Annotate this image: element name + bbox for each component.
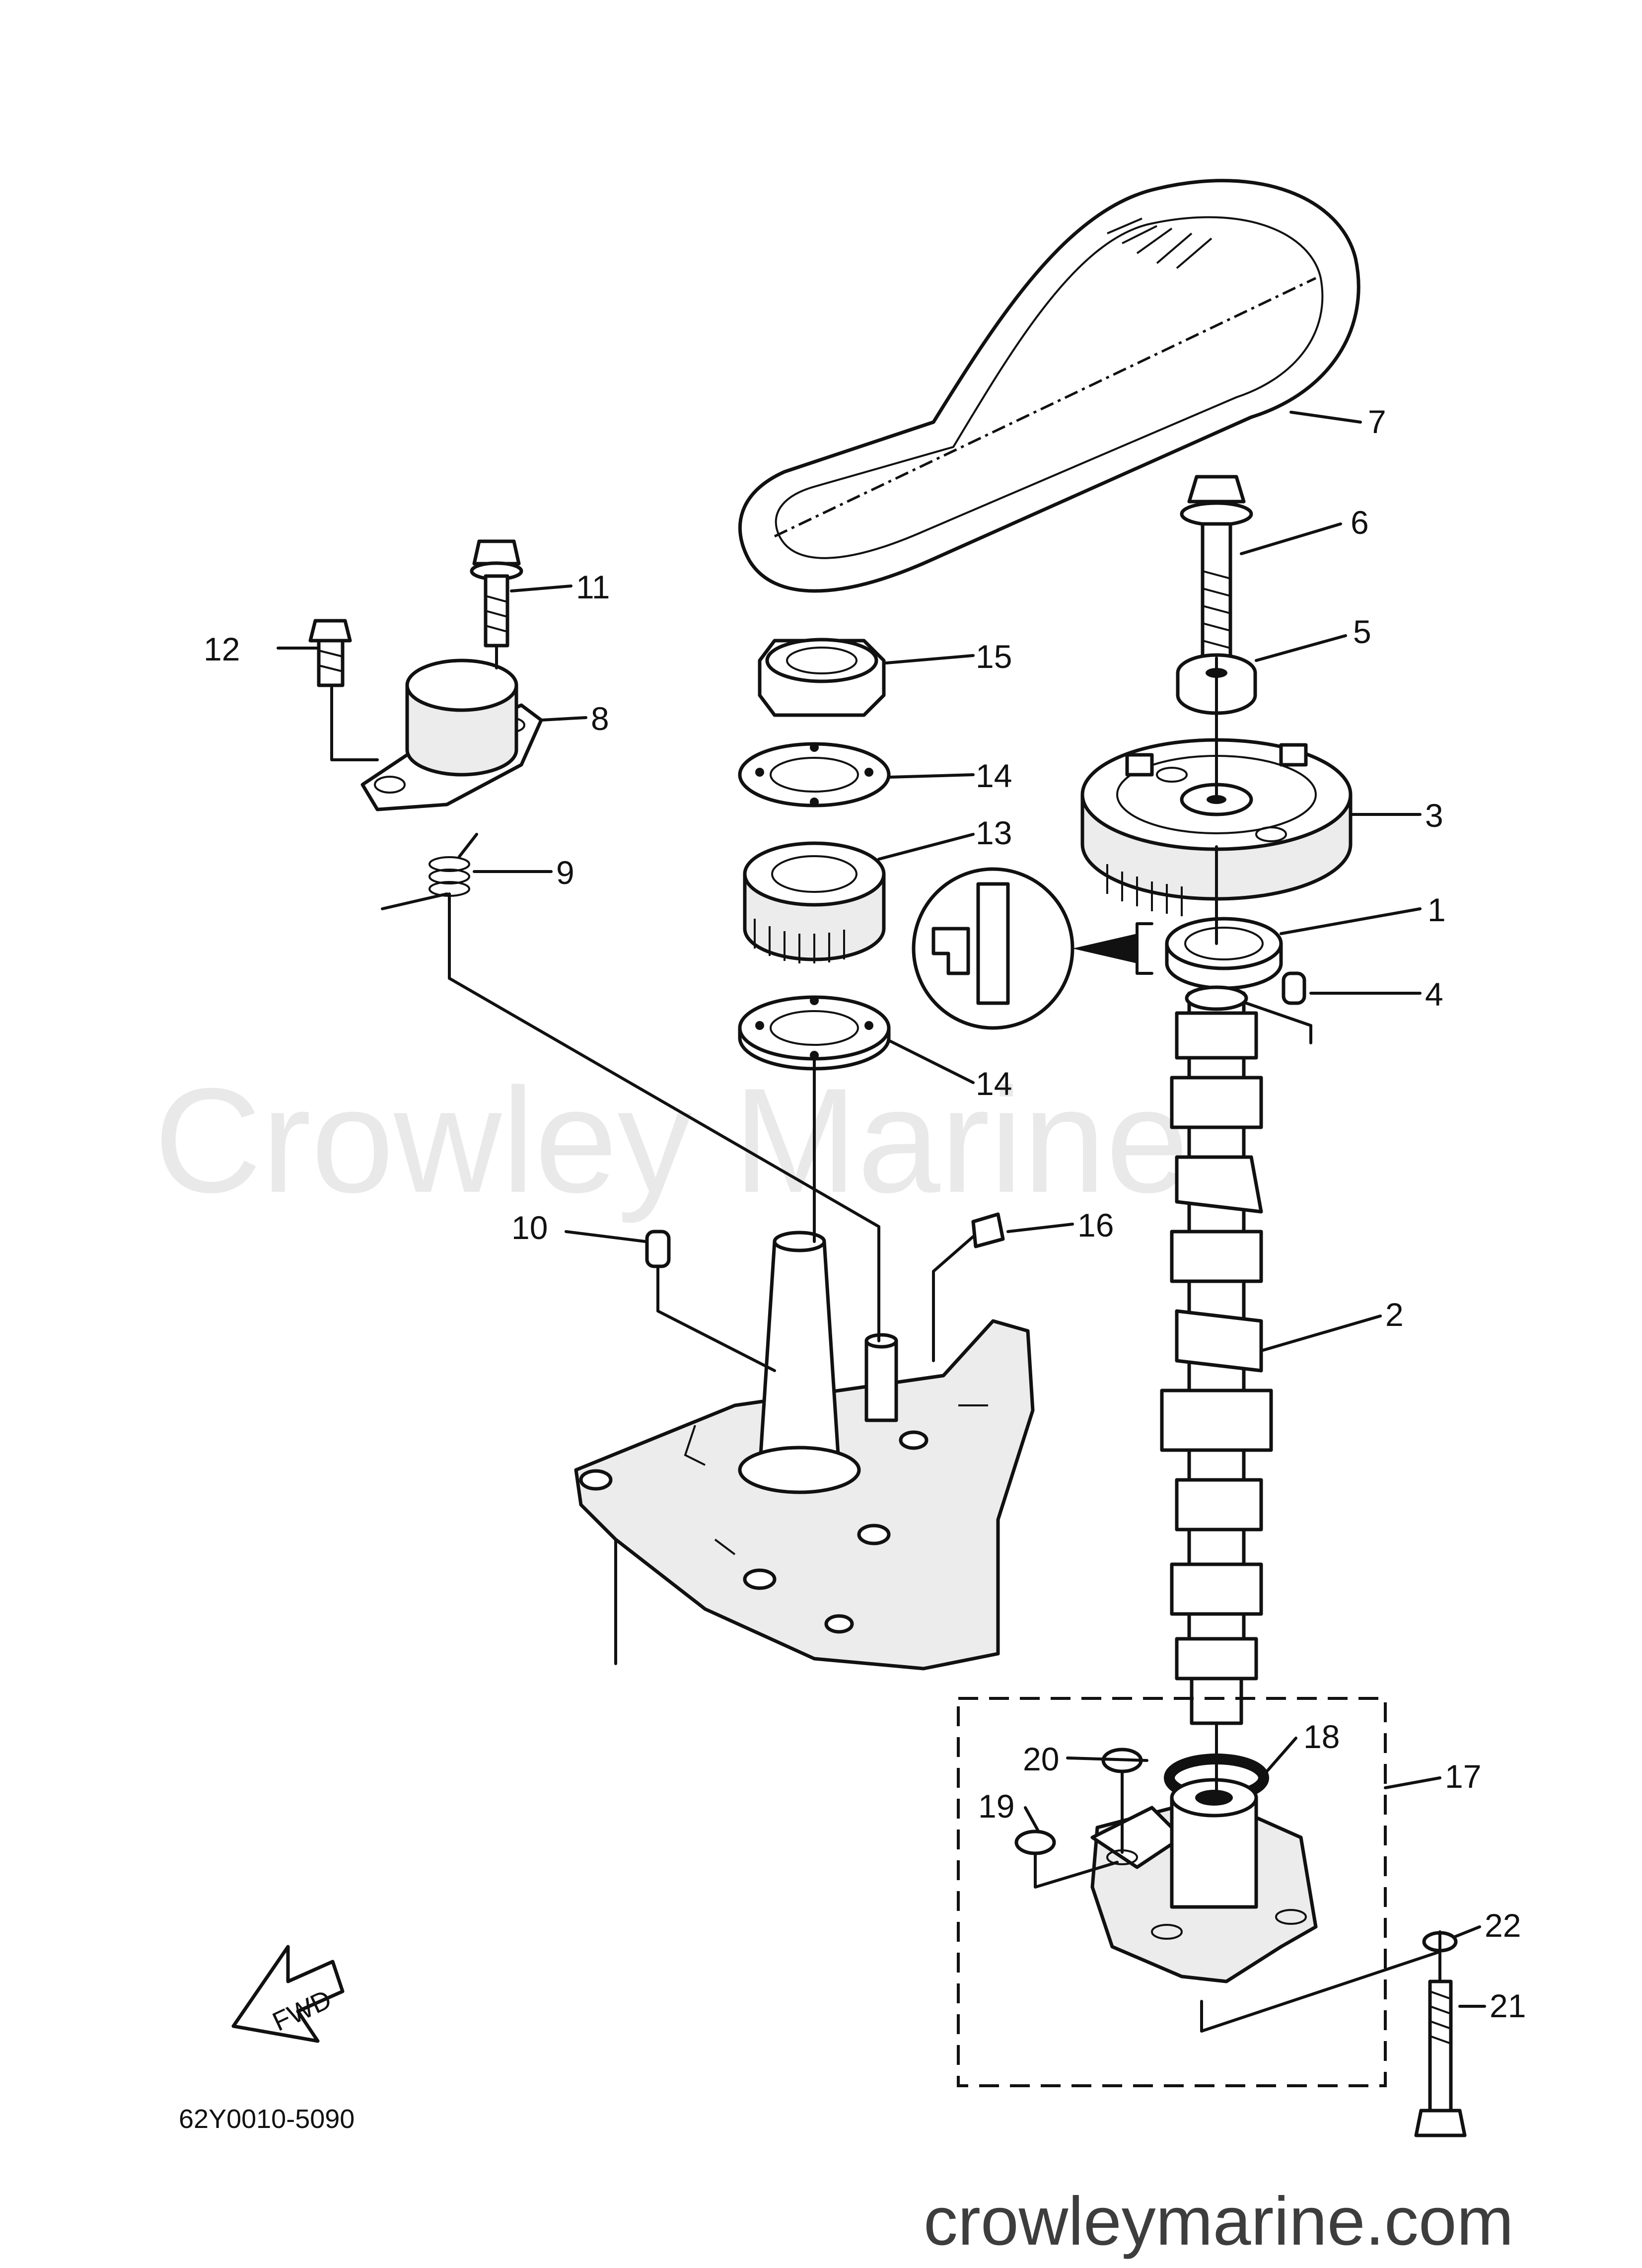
belt-tensioner [360,658,543,811]
dowel-pin [1282,971,1306,1005]
callout-12: 12 [204,631,240,667]
tensioner-pivot-bolt [308,619,352,687]
oil-seal [1165,917,1283,990]
callout-22: 22 [1485,1907,1521,1944]
callout-6: 6 [1351,504,1369,541]
callout-17: 17 [1445,1758,1481,1795]
pump-bolt [1414,1979,1467,2137]
callout-14-upper: 14 [976,757,1012,794]
callout-20: 20 [1023,1741,1059,1777]
crankshaft-pulley [743,841,886,963]
callout-7: 7 [1368,403,1386,440]
tensioner-bolt [470,539,523,648]
callout-1: 1 [1428,891,1446,928]
callout-5: 5 [1353,613,1371,650]
callout-13: 13 [976,814,1012,851]
nut [758,638,886,717]
oil-pump-assembly [957,1697,1387,2087]
callout-10: 10 [511,1209,548,1246]
callout-18: 18 [1303,1718,1340,1755]
leader-lines [277,411,1486,2033]
callout-16: 16 [1077,1207,1114,1244]
callout-9: 9 [556,854,574,891]
callout-3: 3 [1425,797,1443,834]
timing-belt [738,179,1360,593]
callout-2: 2 [1385,1296,1404,1333]
camshaft-pulley-bolt [1180,475,1253,660]
callout-8: 8 [591,700,609,737]
callout-15: 15 [976,638,1012,675]
plate-lower [738,995,891,1071]
callout-4: 4 [1425,976,1443,1013]
callout-19: 19 [978,1788,1014,1825]
callout-labels: 7 6 5 3 1 4 2 18 17 20 19 22 21 15 14 13… [204,403,1526,2024]
diagram-code: 62Y0010-5090 [179,2104,355,2134]
crankcase-block [574,1231,1035,1671]
watermark-text: Crowley Marine [154,1057,1189,1225]
forward-direction-arrow: FWD [231,1945,345,2043]
pin [645,1230,671,1268]
oil-pump-seal-19 [1014,1829,1056,1855]
callout-14-lower: 14 [976,1065,1012,1102]
tensioner-spring [381,833,478,910]
camshaft [1160,985,1273,1725]
callout-11: 11 [576,569,610,605]
callout-21: 21 [1490,1987,1526,2024]
plate-upper [738,742,891,807]
seal-detail-callout [912,867,1153,1030]
website-text: crowleymarine.com [924,2183,1514,2260]
woodruff-key [971,1212,1005,1248]
